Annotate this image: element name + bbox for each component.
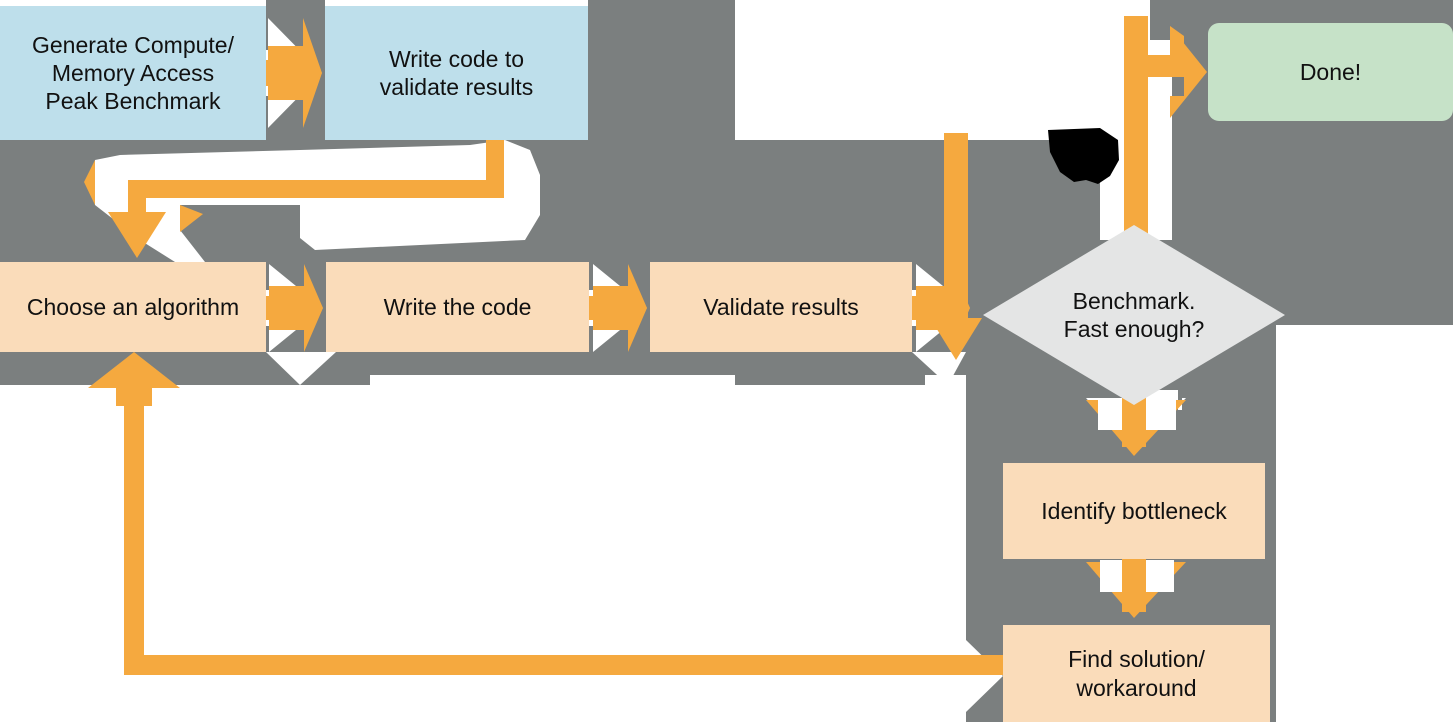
- node-identify-bottleneck[interactable]: Identify bottleneck: [1003, 463, 1265, 559]
- diamond-shape: [983, 225, 1285, 405]
- node-write-the-code[interactable]: Write the code: [326, 262, 589, 352]
- node-write-validation-code[interactable]: Write code to validate results: [325, 6, 588, 140]
- node-validate-results[interactable]: Validate results: [650, 262, 912, 352]
- node-benchmark-label: Benchmark. Fast enough?: [1063, 287, 1205, 342]
- node-choose-algorithm[interactable]: Choose an algorithm: [0, 262, 266, 352]
- node-done[interactable]: Done!: [1208, 23, 1453, 121]
- node-find-solution[interactable]: Find solution/ workaround: [1003, 625, 1270, 722]
- node-generate-benchmark[interactable]: Generate Compute/ Memory Access Peak Ben…: [0, 6, 266, 140]
- node-benchmark-decision[interactable]: Benchmark. Fast enough?: [983, 225, 1285, 405]
